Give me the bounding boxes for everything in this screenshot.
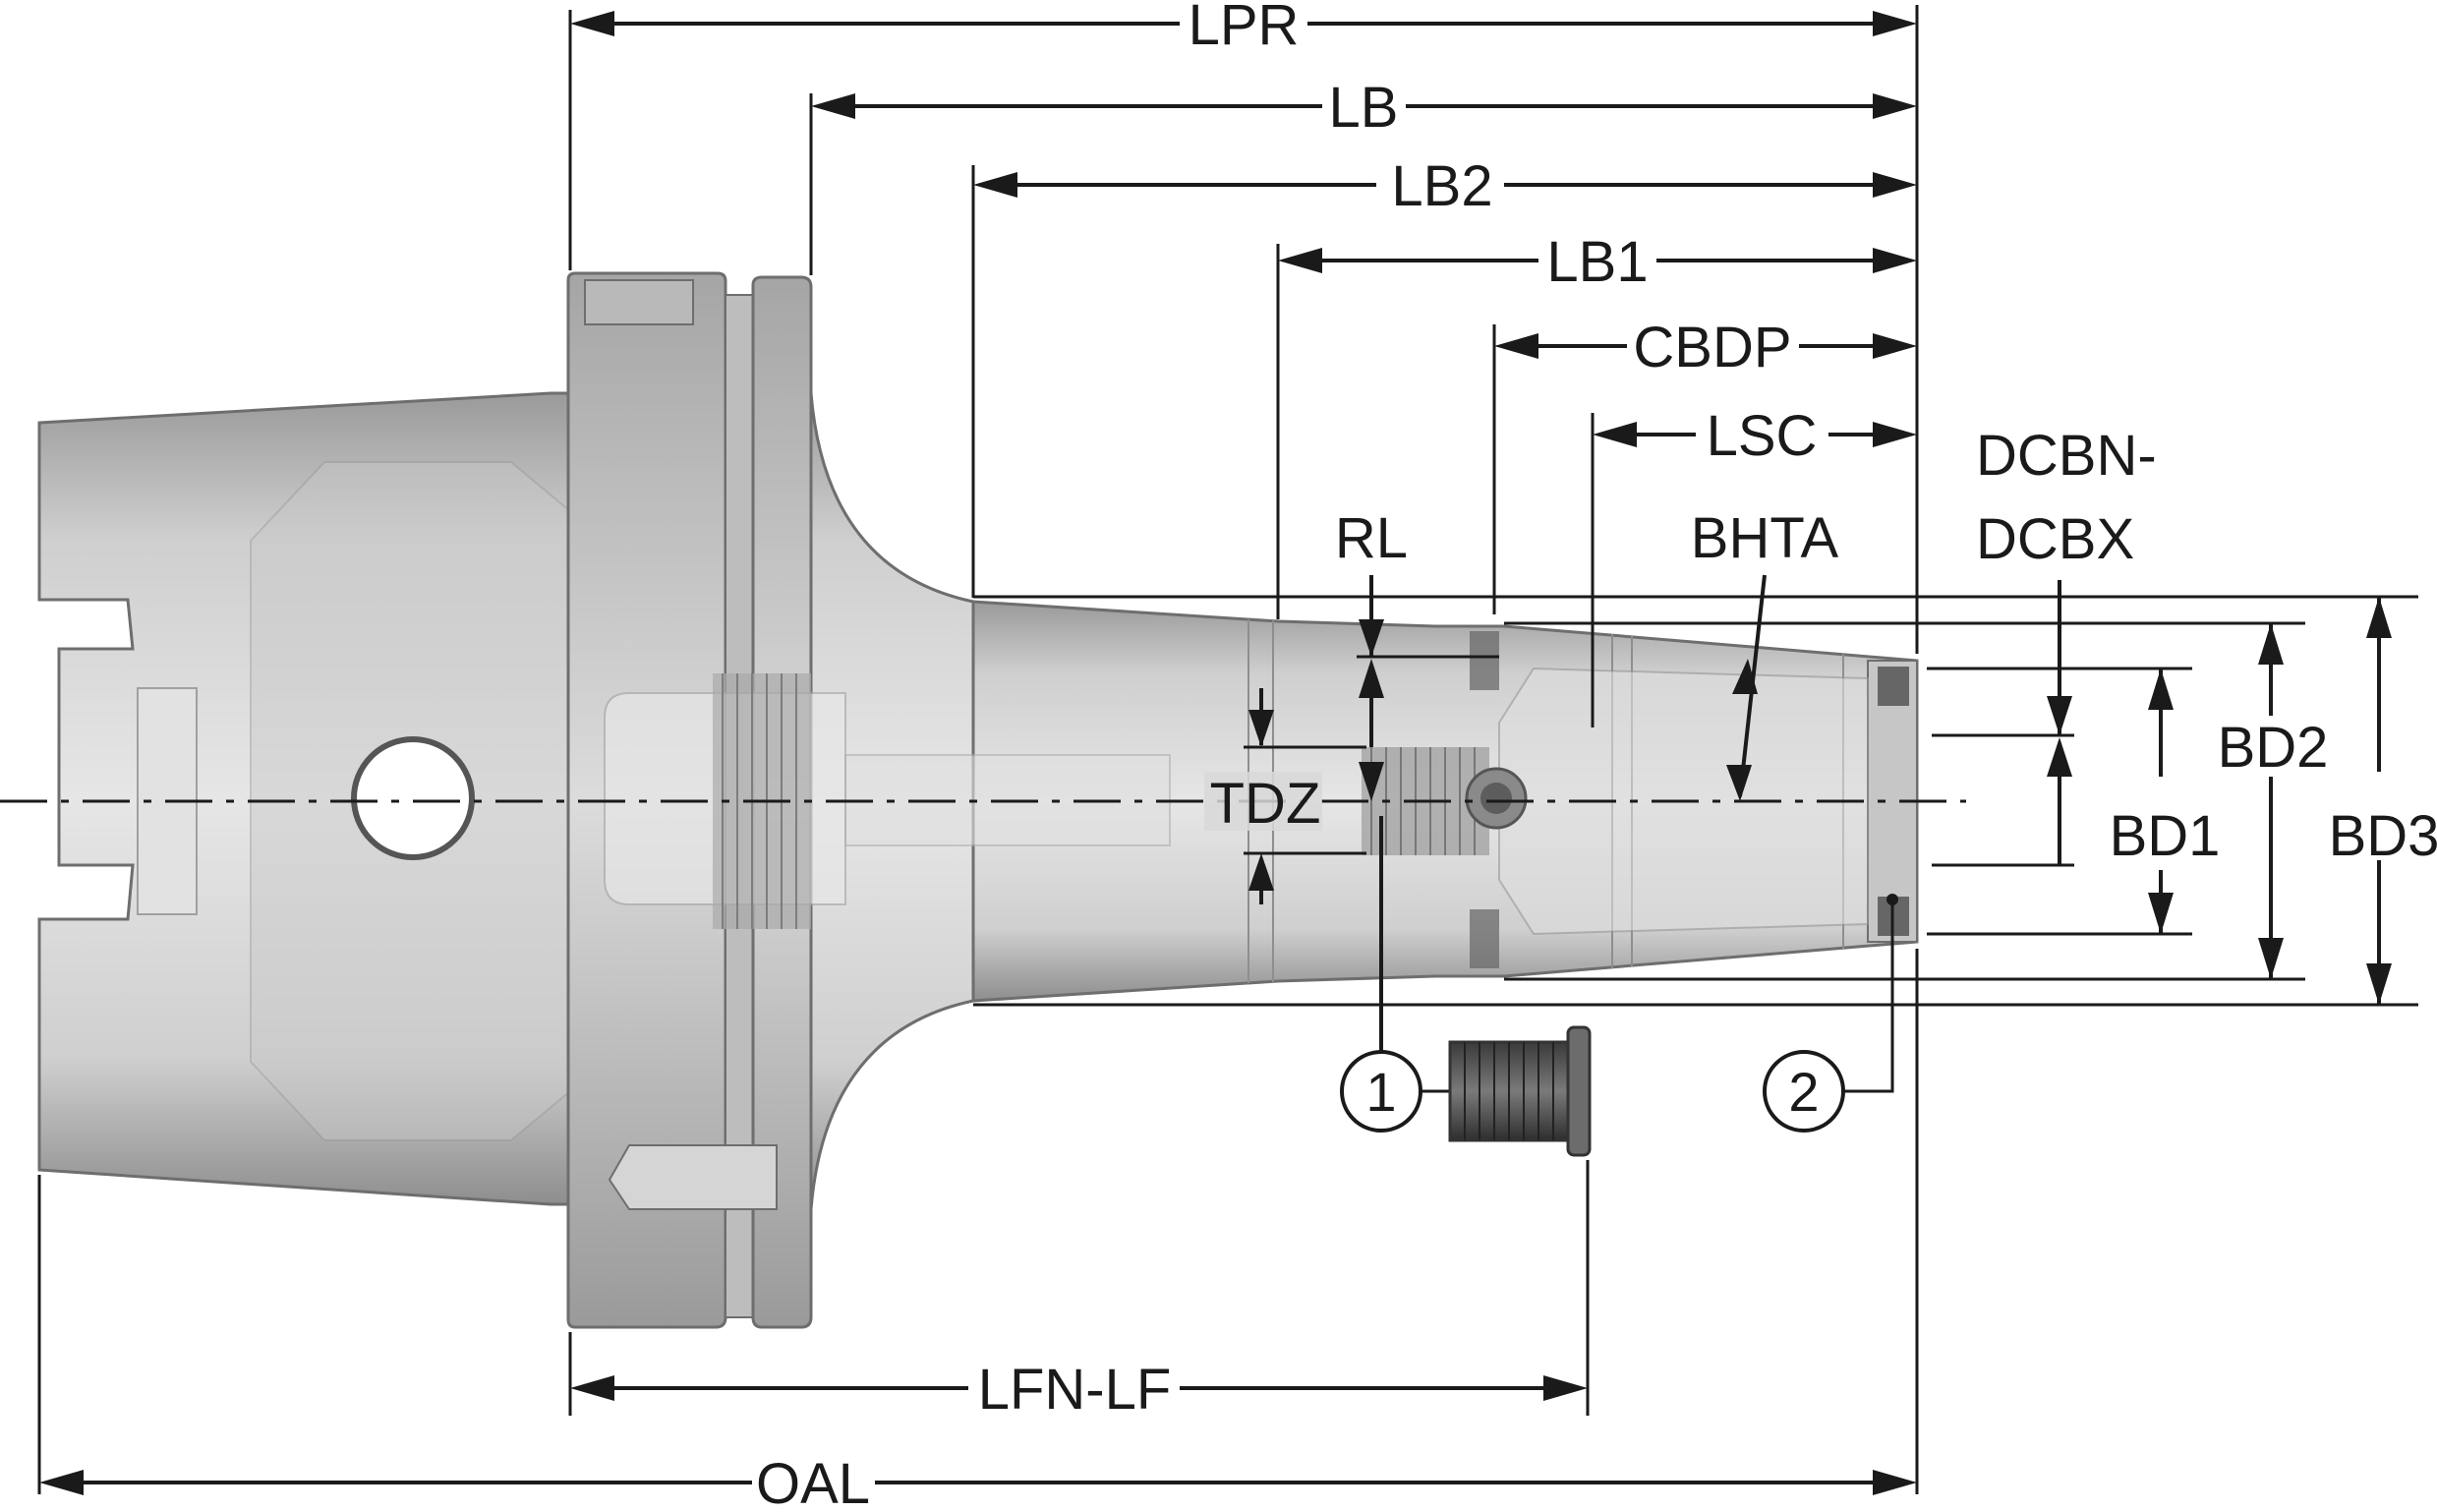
grub-screw-top xyxy=(1470,631,1499,690)
callout-2: 2 xyxy=(1763,894,1898,1133)
drive-key-top xyxy=(584,279,694,325)
tdz-label-bg xyxy=(1204,772,1322,831)
label-lb2: LB2 xyxy=(1391,154,1492,218)
tip-set-screw-core xyxy=(1480,783,1512,814)
screw-threads xyxy=(1464,1042,1554,1140)
label-rl: RL xyxy=(1335,506,1408,570)
dim-dcbn-dcbx: DCBN- DCBX xyxy=(1976,424,2157,865)
dim-oal: OAL xyxy=(39,1452,1917,1512)
dim-lpr: LPR xyxy=(570,0,1917,57)
cross-hole xyxy=(351,736,475,860)
screw-component xyxy=(1448,1025,1592,1157)
dim-lb: LB xyxy=(811,76,1917,140)
tip-clamp-top xyxy=(1878,667,1909,706)
screw-head xyxy=(1566,1025,1592,1157)
label-lsc: LSC xyxy=(1707,404,1818,468)
dim-bd1: BD1 xyxy=(2110,669,2221,934)
dim-lb2: LB2 xyxy=(973,154,1917,218)
label-lb: LB xyxy=(1329,76,1399,140)
dim-lb1: LB1 xyxy=(1278,230,1917,294)
label-dcbx: DCBX xyxy=(1976,507,2134,571)
dim-bd3: BD3 xyxy=(2329,597,2437,1005)
label-bhta: BHTA xyxy=(1691,506,1839,570)
grub-screw-bottom xyxy=(1470,909,1499,968)
dim-lsc: LSC xyxy=(1593,404,1917,468)
dim-tdz: TDZ xyxy=(1204,688,1366,904)
label-tdz: TDZ xyxy=(1210,772,1321,836)
extension-lines xyxy=(37,5,2418,1494)
label-dcbn: DCBN- xyxy=(1976,424,2157,488)
label-cbdp: CBDP xyxy=(1633,316,1791,379)
dim-cbdp: CBDP xyxy=(1494,316,1917,379)
label-bd3: BD3 xyxy=(2329,804,2437,868)
dim-rl: RL xyxy=(1335,506,1499,1052)
dim-bhta: BHTA xyxy=(1691,506,1839,801)
dim-lfn-lf: LFN-LF xyxy=(570,1358,1588,1422)
label-lfn-lf: LFN-LF xyxy=(978,1358,1172,1422)
dim-bd2: BD2 xyxy=(2218,623,2329,979)
label-lpr: LPR xyxy=(1189,0,1300,57)
orientation-notch xyxy=(608,1144,778,1210)
label-oal: OAL xyxy=(756,1452,870,1512)
callout-2-number: 2 xyxy=(1788,1061,1819,1123)
label-bd2: BD2 xyxy=(2218,716,2329,780)
label-bd1: BD1 xyxy=(2110,804,2221,868)
callout-1-number: 1 xyxy=(1365,1061,1396,1123)
label-lb1: LB1 xyxy=(1546,230,1648,294)
